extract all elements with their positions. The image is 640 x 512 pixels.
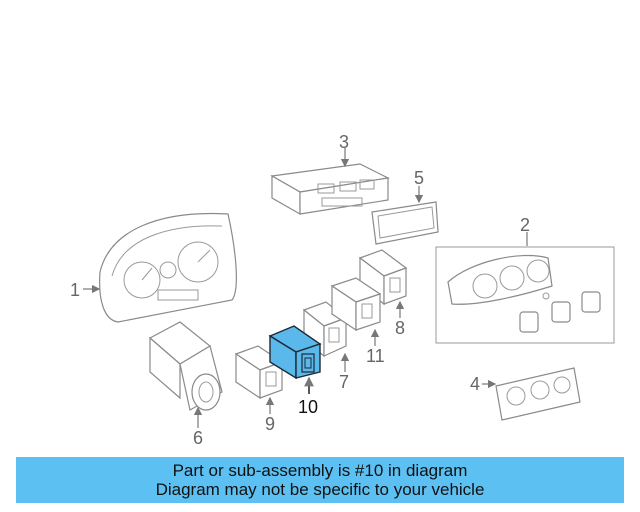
part-4-trim-bezel[interactable] <box>495 367 581 421</box>
callout-2: 2 <box>520 215 530 235</box>
part-6-headlight-switch[interactable] <box>148 321 223 411</box>
callout-6: 6 <box>193 428 203 448</box>
parts-diagram: 1 2 3 4 5 6 7 8 9 10 11 <box>70 132 615 448</box>
callout-4: 4 <box>470 374 480 394</box>
banner-line-1: Part or sub-assembly is #10 in diagram <box>172 461 468 480</box>
callout-11: 11 <box>366 346 385 366</box>
callout-7: 7 <box>339 372 349 392</box>
info-banner: Part or sub-assembly is #10 in diagram D… <box>16 457 624 503</box>
part-3-display-unit[interactable] <box>270 163 390 216</box>
callout-9: 9 <box>265 414 275 434</box>
callout-1: 1 <box>70 280 80 300</box>
callout-5: 5 <box>414 168 424 188</box>
part-1-instrument-cluster[interactable] <box>99 212 237 323</box>
callout-10: 10 <box>298 397 318 417</box>
part-5-display-lens[interactable] <box>371 201 439 245</box>
callout-3: 3 <box>339 132 349 152</box>
callout-8: 8 <box>395 318 405 338</box>
part-11-switch[interactable] <box>330 277 382 332</box>
banner-line-2: Diagram may not be specific to your vehi… <box>155 480 485 499</box>
part-2-climate-control[interactable] <box>435 246 615 344</box>
part-10-switch-highlighted[interactable] <box>268 325 322 380</box>
